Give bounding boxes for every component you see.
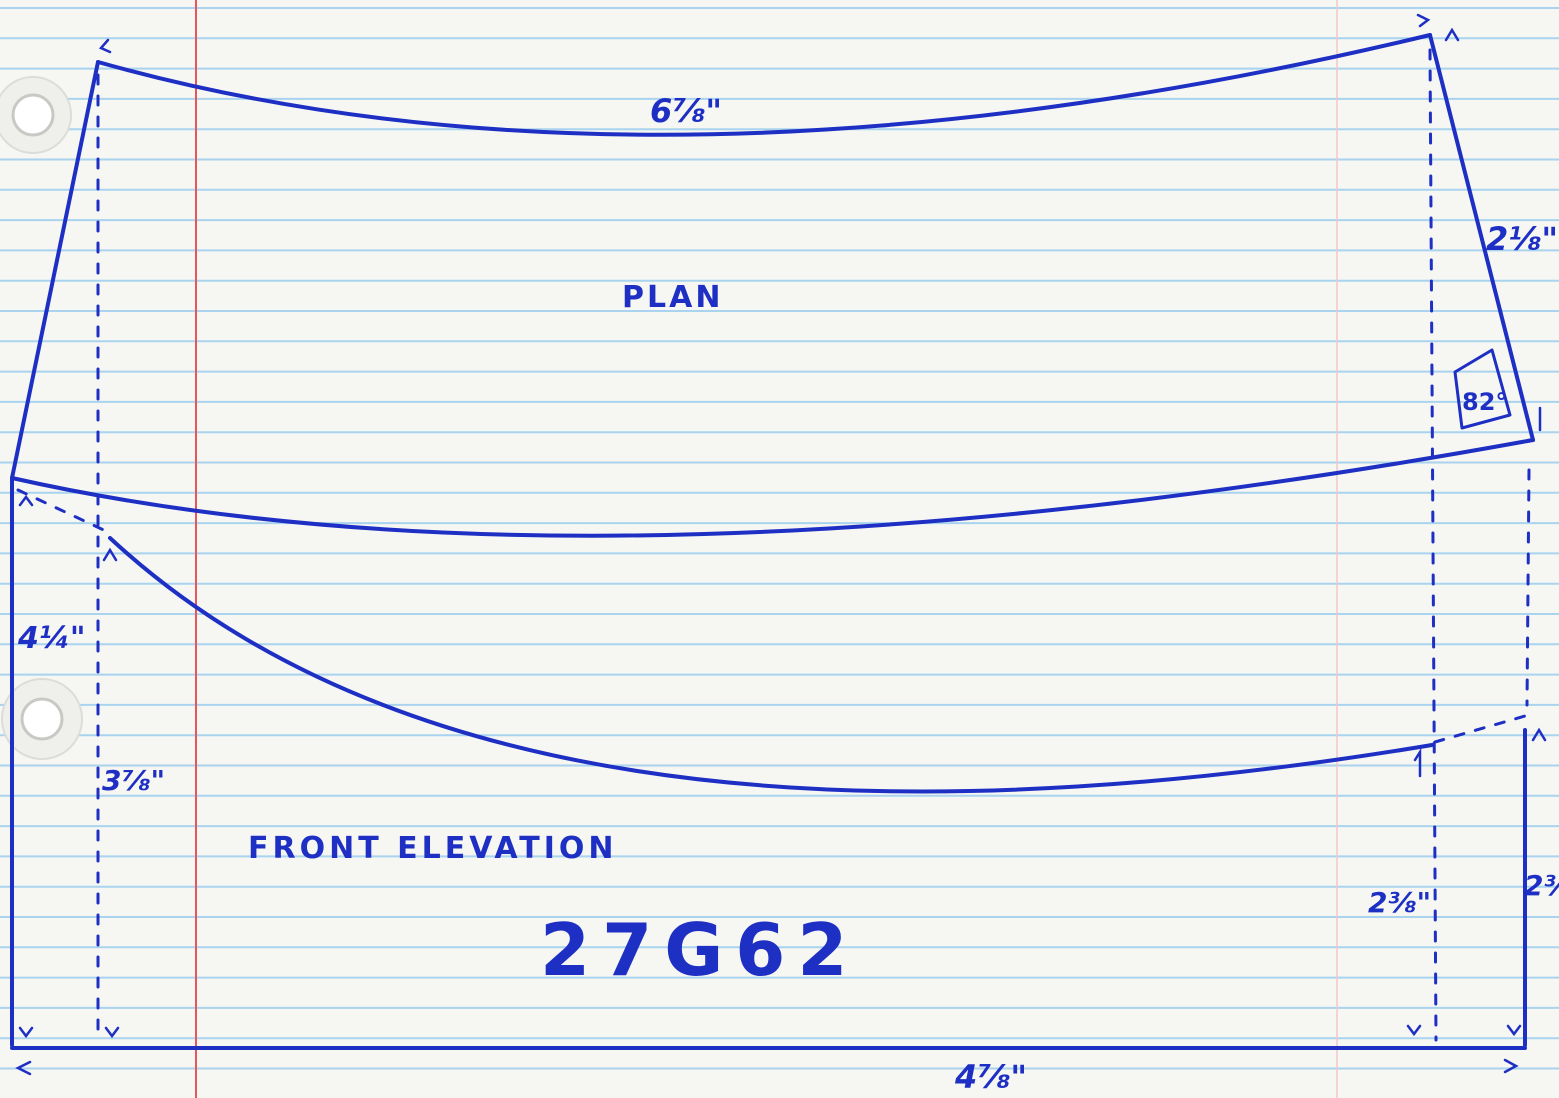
plan-left-edge [10,60,100,480]
bottom-width-label: 4⅞" [954,1058,1027,1096]
front-elevation-label: FRONT ELEVATION [248,831,618,866]
arrow-ticks [15,13,1547,1076]
plan-bottom-curve [10,438,1535,538]
top-width-label: 6⅞" [650,92,722,130]
plan-right-edge [1428,33,1535,442]
elevation-top-right-dash [1433,714,1527,744]
left-inner-height-label: 3⅞" [102,764,165,797]
plan-top-curve [96,33,1432,137]
binder-hole-top [0,76,72,154]
right-height-label: 2⅜" [1524,869,1559,902]
right-side-label: 2⅛" [1486,220,1558,258]
ruled-lines [0,7,1559,1070]
right-projection-line-inner [1428,48,1438,1042]
left-height-label: 4¼" [17,621,86,656]
angle-marker-box [1453,348,1512,430]
angle-label: 82° [1462,388,1507,416]
right-projection-line-outer [1525,468,1531,707]
plan-label: PLAN [622,280,723,315]
right-inner-height-label: 2⅜" [1368,886,1431,919]
binder-hole-bottom [1,678,83,760]
elevation-top-left-dash [16,488,110,534]
elevation-lower-curve [108,536,1434,794]
part-number-label: 27G62 [540,908,860,992]
